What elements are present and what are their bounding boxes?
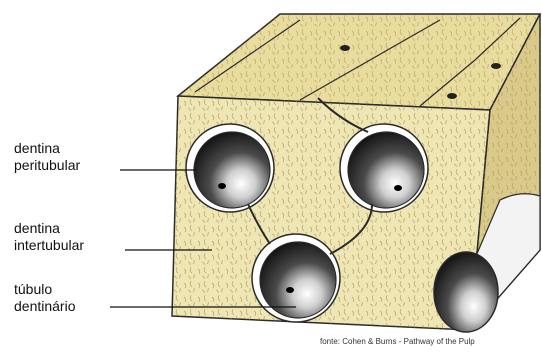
- label-intertubular-line1: dentina: [14, 220, 84, 237]
- label-tubulo-line2: dentinário: [14, 298, 76, 315]
- label-dentina-intertubular: dentina intertubular: [14, 220, 84, 254]
- label-peritubular-line2: peritubular: [14, 157, 80, 174]
- label-tubulo-dentinario: túbulo dentinário: [14, 281, 76, 315]
- tubule-top-right: [340, 124, 428, 212]
- tubule-bottom: [252, 234, 340, 322]
- label-peritubular-line1: dentina: [14, 140, 80, 157]
- label-dentina-peritubular: dentina peritubular: [14, 140, 80, 174]
- source-credit: fonte: Cohen & Burns - Pathway of the Pu…: [320, 337, 475, 346]
- tubule-top-left: [186, 124, 274, 212]
- label-intertubular-line2: intertubular: [14, 237, 84, 254]
- label-tubulo-line1: túbulo: [14, 281, 76, 298]
